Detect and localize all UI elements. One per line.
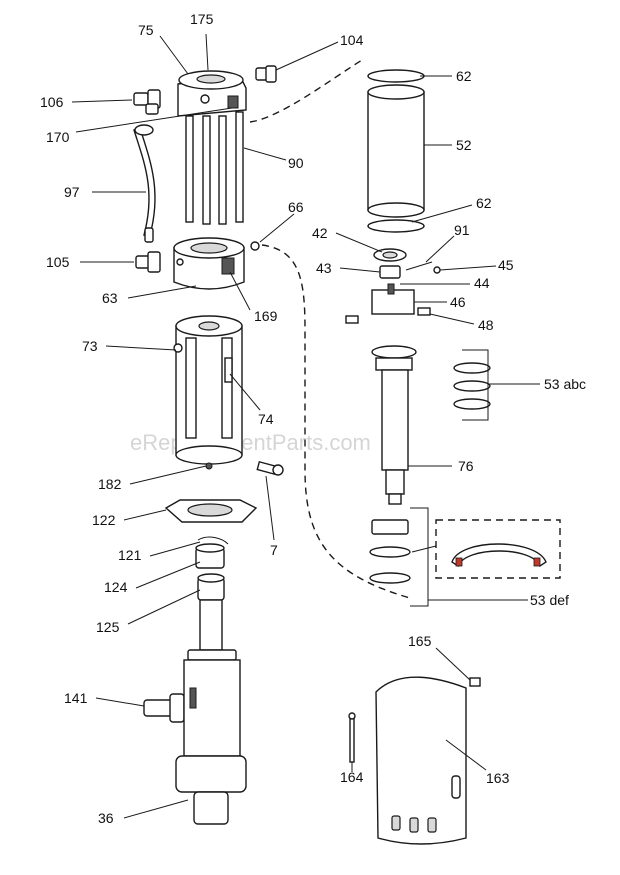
seal-detail: [451, 543, 547, 568]
elbow-fitting-105: [135, 227, 161, 273]
tube-97: [133, 127, 156, 236]
displacement-rod-76: [371, 345, 417, 505]
spring-91: [405, 261, 433, 271]
tie-rods-90: [185, 111, 244, 225]
manifold-top-75: [177, 70, 247, 117]
collar-63: [173, 237, 245, 290]
callout-43: 43: [316, 260, 332, 276]
callout-73: 73: [82, 338, 98, 354]
callout-62-top: 62: [456, 68, 472, 84]
callout-182: 182: [98, 476, 122, 492]
callout-62-bottom: 62: [476, 195, 492, 211]
pin-164: [348, 712, 356, 763]
callout-53def: 53 def: [530, 592, 569, 608]
callout-74: 74: [258, 411, 274, 427]
packings-53def: [369, 519, 411, 584]
callout-97: 97: [64, 184, 80, 200]
screws-48-right: [417, 307, 431, 316]
callout-164: 164: [340, 769, 364, 785]
callout-66: 66: [288, 199, 304, 215]
callout-121: 121: [118, 547, 142, 563]
plug-fitting-104: [255, 65, 277, 83]
guard-163: [375, 676, 467, 845]
callout-63: 63: [102, 290, 118, 306]
callout-163: 163: [486, 770, 510, 786]
callout-42: 42: [312, 225, 328, 241]
leader-lines: [71, 33, 497, 819]
bracket-53abc: [462, 349, 540, 421]
pin-74: [224, 357, 233, 383]
callout-170: 170: [46, 129, 70, 145]
callout-44: 44: [474, 275, 490, 291]
callout-175: 175: [190, 11, 214, 27]
callout-124: 124: [104, 579, 128, 595]
callout-104: 104: [340, 32, 364, 48]
screws-48-left: [345, 315, 359, 324]
clip-121: [197, 536, 229, 545]
housing-73: [173, 315, 243, 470]
callout-36: 36: [98, 810, 114, 826]
cylinder-52: [367, 84, 425, 218]
callout-48: 48: [478, 317, 494, 333]
callout-46: 46: [450, 294, 466, 310]
callout-141: 141: [64, 690, 88, 706]
oring-62-top: [367, 69, 425, 83]
nut-125: [197, 573, 225, 601]
callout-122: 122: [92, 512, 116, 528]
ring-124: [195, 543, 225, 569]
callout-105: 105: [46, 254, 70, 270]
callout-165: 165: [408, 633, 432, 649]
screw-165: [469, 677, 481, 687]
watermark: eReplacementParts.com: [130, 430, 371, 455]
assembly-dash-lower: [261, 244, 411, 599]
screw-7: [256, 460, 284, 476]
fitting-141: [143, 693, 185, 723]
callout-91: 91: [454, 222, 470, 238]
detail-box: [435, 519, 561, 579]
callout-76: 76: [458, 458, 474, 474]
ball-45: [433, 266, 441, 274]
bracket-53def: [410, 507, 528, 607]
seat-43: [379, 265, 401, 279]
housing-46: [371, 283, 415, 315]
callout-169: 169: [254, 308, 278, 324]
callout-labels: 75 175 104 62 106 170 52 90 97 62 66 42 …: [40, 11, 586, 826]
pump-lower-36: [175, 599, 247, 825]
callout-125: 125: [96, 619, 120, 635]
callout-45: 45: [498, 257, 514, 273]
packings-53abc: [453, 362, 491, 410]
plate-122: [164, 499, 258, 523]
assembly-dash-upper: [249, 59, 363, 123]
callout-90: 90: [288, 155, 304, 171]
callout-53abc: 53 abc: [544, 376, 586, 392]
detail-pointer: [411, 545, 437, 553]
callout-52: 52: [456, 137, 472, 153]
callout-106: 106: [40, 94, 64, 110]
callout-75: 75: [138, 22, 154, 38]
callout-7: 7: [270, 542, 278, 558]
oring-62-bottom: [367, 219, 425, 233]
elbow-fitting-106: [133, 89, 161, 115]
ball-66: [250, 241, 260, 251]
